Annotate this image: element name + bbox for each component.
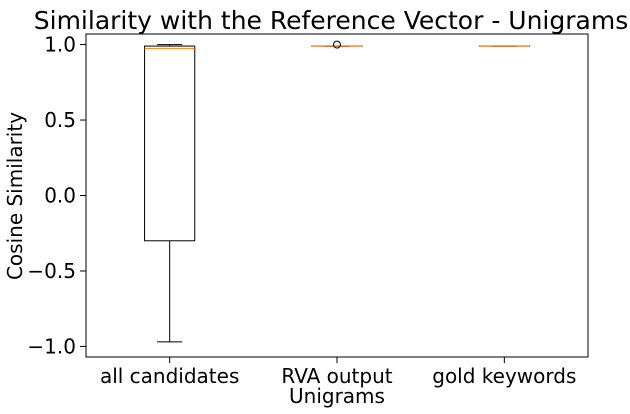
chart-title: Similarity with the Reference Vector - U…	[34, 6, 628, 35]
y-tick-label: 1.0	[44, 33, 76, 57]
y-tick-label: 0.5	[44, 108, 76, 132]
x-tick-label: gold keywords	[432, 364, 576, 388]
y-tick-label: 0.0	[44, 184, 76, 208]
y-tick-label: −0.5	[27, 259, 76, 283]
x-axis: all candidates RVA output gold keywords	[100, 357, 576, 388]
x-tick-label: all candidates	[100, 364, 239, 388]
y-axis-label: Cosine Similarity	[3, 112, 27, 280]
x-tick-label: RVA output	[281, 364, 392, 388]
boxes-group	[144, 40, 530, 343]
outlier-point	[333, 40, 341, 49]
y-axis: 1.0 0.5 0.0 −0.5 −1.0	[27, 33, 86, 358]
y-tick-label: −1.0	[27, 334, 76, 358]
box-iqr	[144, 45, 196, 242]
x-axis-label: Unigrams	[289, 384, 385, 408]
plot-area	[85, 33, 589, 358]
